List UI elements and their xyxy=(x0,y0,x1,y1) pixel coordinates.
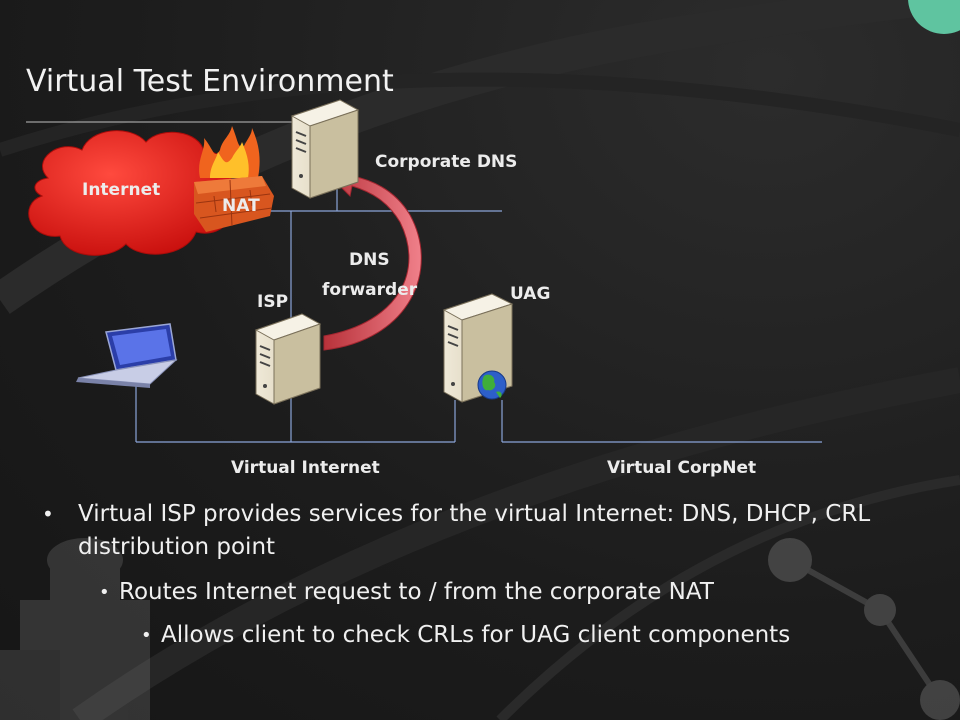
internet-label: Internet xyxy=(82,180,161,200)
bullet-level-3: • Allows client to check CRLs for UAG cli… xyxy=(141,619,928,652)
virtual-corpnet-label: Virtual CorpNet xyxy=(607,458,757,478)
laptop-icon xyxy=(76,323,178,388)
bullet-dot-icon: • xyxy=(42,502,54,526)
isp-label: ISP xyxy=(257,292,289,312)
bullet-dot-icon: • xyxy=(141,625,152,646)
dns-forwarder-label-line1: DNS xyxy=(349,250,390,270)
server-icon-isp xyxy=(254,313,322,405)
bullet-level-2-text: Routes Internet request to / from the co… xyxy=(119,579,714,605)
bullet-level-1: • Virtual ISP provides services for the v… xyxy=(42,498,928,564)
globe-icon xyxy=(477,370,507,400)
firewall-icon xyxy=(194,126,274,232)
bullet-level-1-text: Virtual ISP provides services for the vi… xyxy=(78,501,871,560)
bullet-level-3-text: Allows client to check CRLs for UAG clie… xyxy=(161,622,791,648)
virtual-internet-label: Virtual Internet xyxy=(231,458,380,478)
molecule-decoration xyxy=(768,538,960,720)
corporate-dns-label: Corporate DNS xyxy=(375,152,518,172)
nat-label: NAT xyxy=(222,196,260,216)
corner-accent xyxy=(908,0,960,34)
building-decoration xyxy=(0,538,150,720)
bullet-list: • Virtual ISP provides services for the v… xyxy=(40,498,928,652)
bullet-level-2: • Routes Internet request to / from the c… xyxy=(99,576,928,609)
server-icon-corporate-dns xyxy=(290,99,360,199)
dns-forwarder-label-line2: forwarder xyxy=(322,280,418,300)
uag-label: UAG xyxy=(510,284,551,304)
bullet-dot-icon: • xyxy=(99,582,110,603)
slide-title: Virtual Test Environment xyxy=(26,64,394,99)
